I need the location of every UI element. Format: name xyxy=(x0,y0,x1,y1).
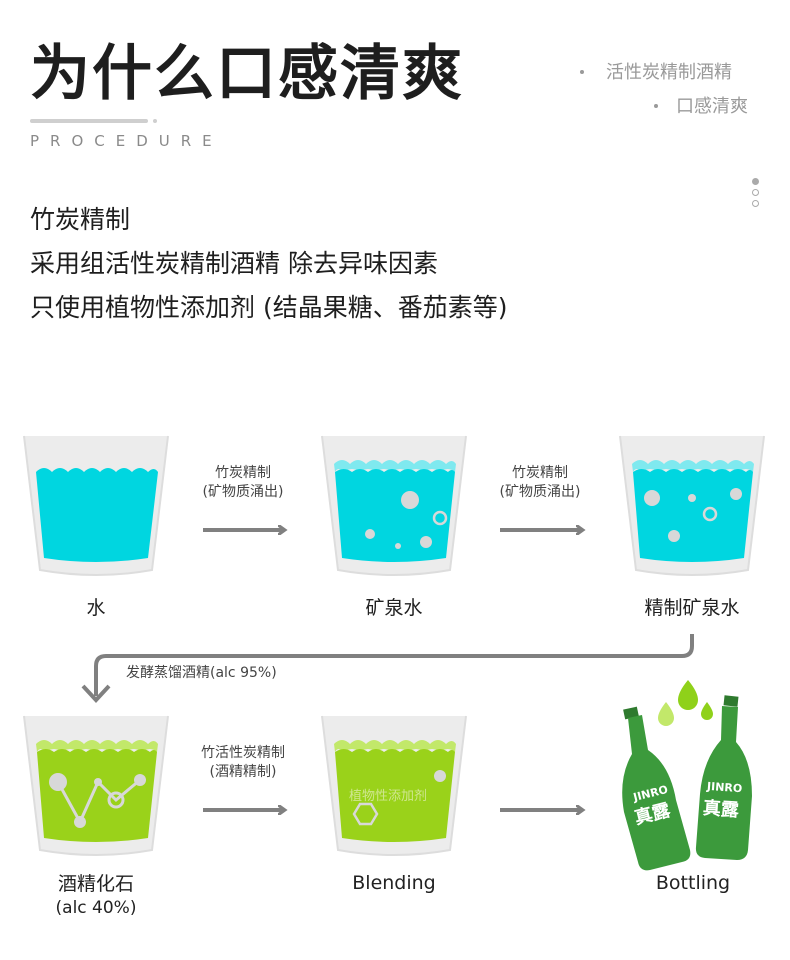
bottle-right xyxy=(695,695,752,860)
process-diagram xyxy=(23,435,765,871)
step-label-refined-water: 精制矿泉水 xyxy=(644,597,740,619)
step-label-blending: Blending xyxy=(352,872,436,894)
arrow-label-3: 竹活性炭精制 (酒精精制) xyxy=(183,744,303,782)
connector-label: 发酵蒸馏酒精(alc 95%) xyxy=(126,665,277,681)
cup-alcohol xyxy=(23,715,169,856)
arrow-label-2-line2: (矿物质涌出) xyxy=(499,484,581,500)
step-label-alcohol-line2: (alc 40%) xyxy=(55,898,137,918)
bullet-dot xyxy=(580,70,584,74)
cup-mineral-water xyxy=(321,435,467,576)
more-dots-icon xyxy=(752,178,759,211)
arrow-down-icon xyxy=(81,684,111,703)
intro-line-3: 只使用植物性添加剂 (结晶果糖、番茄素等) xyxy=(30,293,508,322)
side-item-taste: 口感清爽 xyxy=(676,96,748,117)
step-label-mineral-water: 矿泉水 xyxy=(365,597,423,619)
title-underline xyxy=(30,119,148,123)
title-underline-dot xyxy=(153,119,157,123)
bullet-dot xyxy=(654,104,658,108)
connector-line xyxy=(94,634,694,696)
page-title: 为什么口感清爽 xyxy=(30,39,464,109)
cup-additive-text: 植物性添加剂 xyxy=(349,789,428,804)
bottles-illustration xyxy=(622,680,752,871)
arrow-label-1-line1: 竹炭精制 xyxy=(215,465,271,481)
bottle-left xyxy=(622,706,691,871)
cup-blending xyxy=(321,715,467,856)
side-item-carbon: 活性炭精制酒精 xyxy=(606,62,732,83)
bottle-brand-right: JINRO xyxy=(706,779,743,796)
intro-line-1: 竹炭精制 xyxy=(30,205,131,234)
cup-refined-water xyxy=(619,435,765,576)
step-label-alcohol-line1: 酒精化石 xyxy=(57,873,134,895)
step-label-bottling: Bottling xyxy=(655,872,731,894)
arrow-label-1: 竹炭精制 (矿物质涌出) xyxy=(183,464,303,502)
arrow-label-3-line2: (酒精精制) xyxy=(209,764,277,780)
arrow-label-2: 竹炭精制 (矿物质涌出) xyxy=(480,464,600,502)
step-label-alcohol: 酒精化石 (alc 40%) xyxy=(36,872,156,920)
intro-line-2: 采用组活性炭精制酒精 除去异味因素 xyxy=(30,249,438,278)
procedure-subtitle: PROCEDURE xyxy=(30,132,223,150)
cup-water xyxy=(23,435,169,576)
arrow-label-2-line1: 竹炭精制 xyxy=(512,465,568,481)
step-label-water: 水 xyxy=(86,597,106,619)
arrow-label-1-line2: (矿物质涌出) xyxy=(202,484,284,500)
arrow-label-3-line1: 竹活性炭精制 xyxy=(201,745,285,761)
bottle-name-right: 真露 xyxy=(702,797,740,822)
